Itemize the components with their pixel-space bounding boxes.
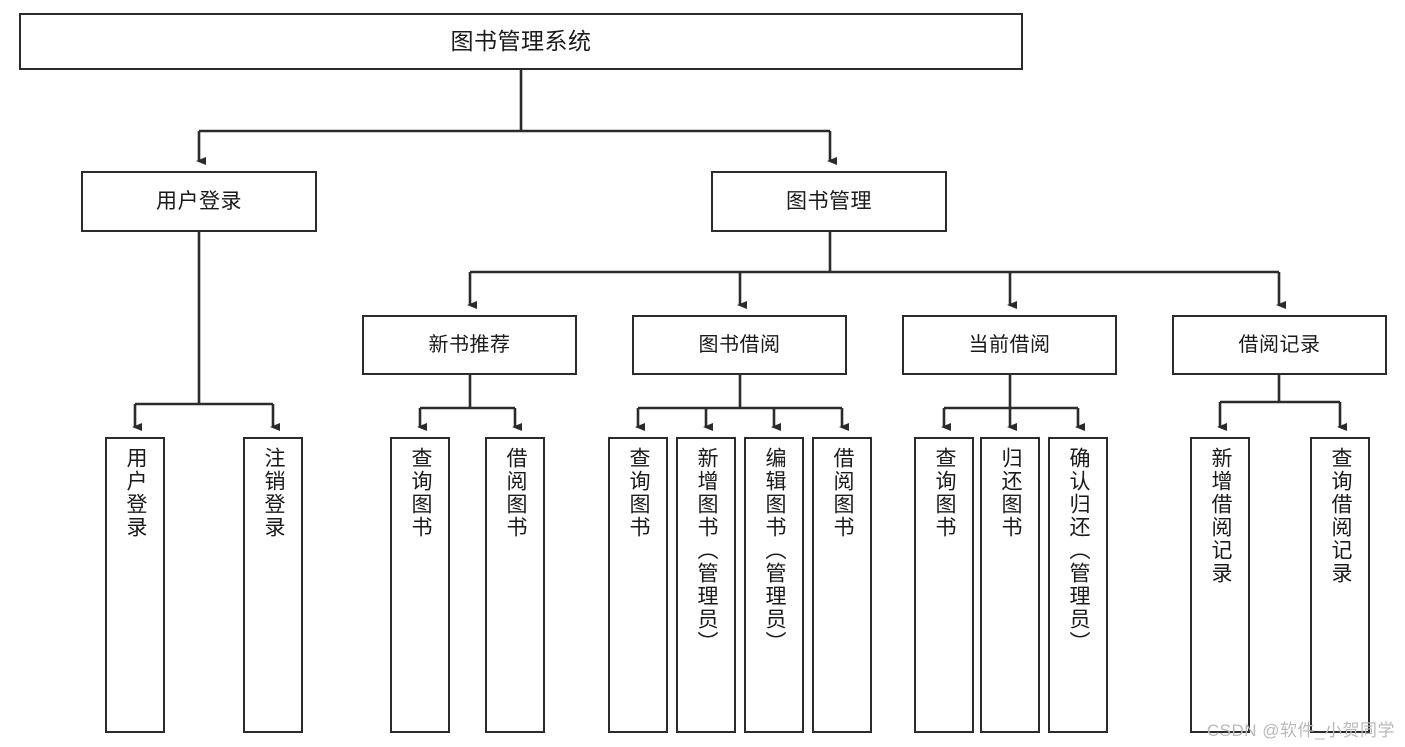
leaf-edit-book-admin[interactable]: 编辑图书（管理员） [744, 437, 804, 733]
leaf-borrow-book-recommend[interactable]: 借阅图书 [485, 437, 545, 733]
node-user-login[interactable]: 用户登录 [81, 171, 317, 232]
node-label: 用户登录 [123, 447, 147, 539]
watermark-text: CSDN @软件_小贺同学 [1206, 721, 1395, 740]
node-label: 注销登录 [261, 447, 285, 539]
leaf-add-book-admin[interactable]: 新增图书（管理员） [676, 437, 736, 733]
node-label: 查询图书 [408, 447, 432, 539]
node-label: 查询图书 [932, 447, 956, 539]
node-label: 图书管理 [786, 189, 872, 213]
node-book-borrow[interactable]: 图书借阅 [632, 315, 847, 375]
node-borrow-record[interactable]: 借阅记录 [1172, 315, 1387, 375]
leaf-return-book[interactable]: 归还图书 [980, 437, 1040, 733]
node-label: 借阅记录 [1238, 333, 1321, 356]
node-book-management-system[interactable]: 图书管理系统 [19, 13, 1023, 70]
node-label: 借阅图书 [503, 447, 527, 539]
node-label: 借阅图书 [830, 447, 854, 539]
leaf-query-borrow-record[interactable]: 查询借阅记录 [1310, 437, 1370, 733]
leaf-logout-login[interactable]: 注销登录 [243, 437, 303, 733]
leaf-confirm-return-admin[interactable]: 确认归还（管理员） [1048, 437, 1108, 733]
node-label: 新书推荐 [428, 333, 511, 356]
node-label: 图书管理系统 [450, 27, 592, 54]
leaf-query-book-current[interactable]: 查询图书 [914, 437, 974, 733]
node-new-book-recommend[interactable]: 新书推荐 [362, 315, 577, 375]
node-label: 确认归还（管理员） [1066, 447, 1090, 654]
leaf-user-login[interactable]: 用户登录 [105, 437, 165, 733]
node-label: 查询借阅记录 [1328, 447, 1352, 585]
node-label: 编辑图书（管理员） [762, 447, 786, 654]
leaf-query-book-recommend[interactable]: 查询图书 [390, 437, 450, 733]
node-label: 归还图书 [998, 447, 1022, 539]
node-label: 当前借阅 [968, 333, 1051, 356]
node-current-borrow[interactable]: 当前借阅 [902, 315, 1117, 375]
node-book-management[interactable]: 图书管理 [711, 171, 947, 232]
leaf-borrow-book[interactable]: 借阅图书 [812, 437, 872, 733]
node-label: 查询图书 [626, 447, 650, 539]
leaf-add-borrow-record[interactable]: 新增借阅记录 [1190, 437, 1250, 733]
node-label: 用户登录 [156, 189, 242, 213]
node-label: 新增借阅记录 [1208, 447, 1232, 585]
node-label: 新增图书（管理员） [694, 447, 718, 654]
leaf-query-book-borrow[interactable]: 查询图书 [608, 437, 668, 733]
node-label: 图书借阅 [698, 333, 781, 356]
